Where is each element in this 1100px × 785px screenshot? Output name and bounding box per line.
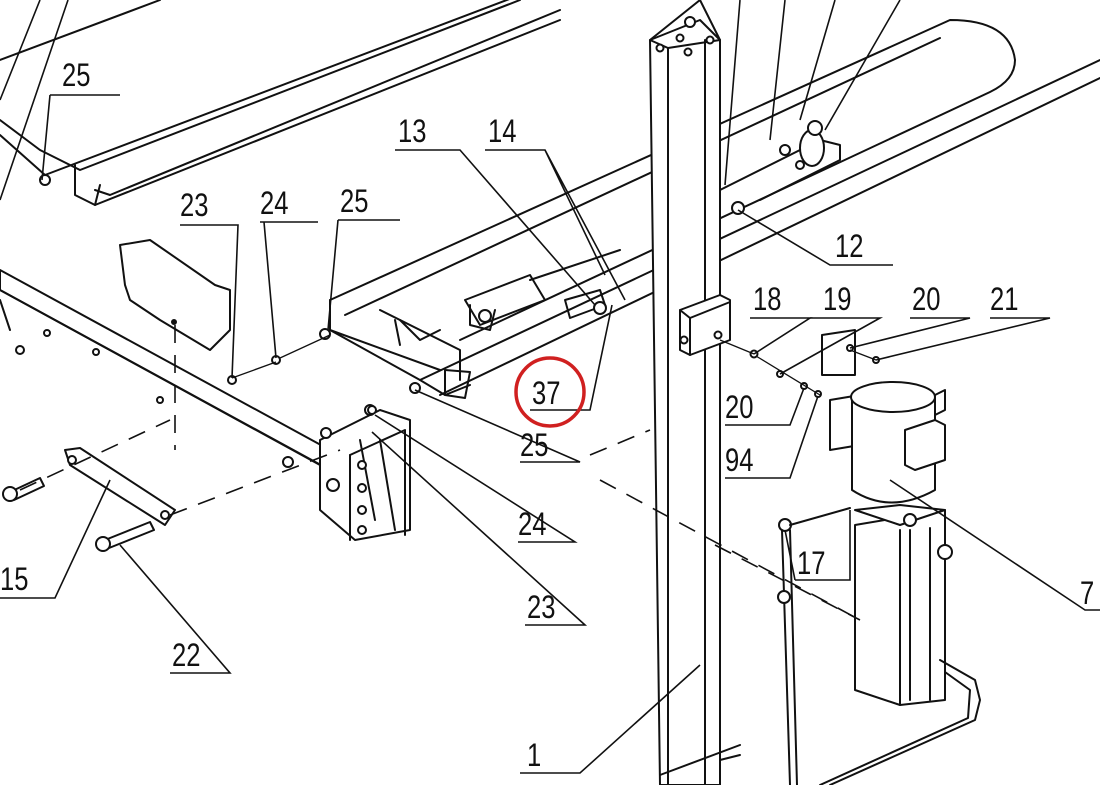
top-runway-rail bbox=[0, 0, 561, 206]
callout-94: 94 bbox=[725, 443, 753, 478]
power-unit bbox=[819, 381, 981, 785]
callout-20-top: 20 bbox=[912, 282, 940, 317]
callout-25-middle: 25 bbox=[340, 184, 368, 219]
slider-block bbox=[319, 404, 411, 541]
assembly-lines bbox=[19, 325, 877, 621]
cover-plate bbox=[119, 239, 231, 351]
callout-21: 21 bbox=[990, 282, 1018, 317]
callout-14: 14 bbox=[488, 114, 516, 149]
callout-24-bottom: 24 bbox=[518, 507, 546, 542]
callout-23-top: 23 bbox=[180, 188, 208, 223]
callout-25-bottom: 25 bbox=[520, 428, 548, 463]
callout-25-top-left: 25 bbox=[62, 58, 90, 93]
callout-23-bottom: 23 bbox=[527, 590, 555, 625]
callout-20-bottom: 20 bbox=[725, 390, 753, 425]
right-runway-deck bbox=[319, 19, 1100, 399]
callout-13: 13 bbox=[398, 114, 426, 149]
callout-7: 7 bbox=[1080, 576, 1094, 611]
highlight-circle bbox=[514, 356, 586, 428]
callout-17: 17 bbox=[797, 546, 825, 581]
callout-22: 22 bbox=[172, 638, 200, 673]
callout-labels: 25 13 14 23 24 25 12 18 19 20 21 37 20 2… bbox=[0, 58, 1094, 773]
vertical-column bbox=[649, 0, 741, 785]
link-plate bbox=[2, 447, 176, 552]
callout-12: 12 bbox=[835, 229, 863, 264]
callout-24-top: 24 bbox=[260, 186, 288, 221]
callout-1: 1 bbox=[527, 738, 541, 773]
callout-19: 19 bbox=[823, 282, 851, 317]
callout-15: 15 bbox=[0, 562, 28, 597]
callout-18: 18 bbox=[753, 282, 781, 317]
callout-37: 37 bbox=[532, 376, 560, 411]
